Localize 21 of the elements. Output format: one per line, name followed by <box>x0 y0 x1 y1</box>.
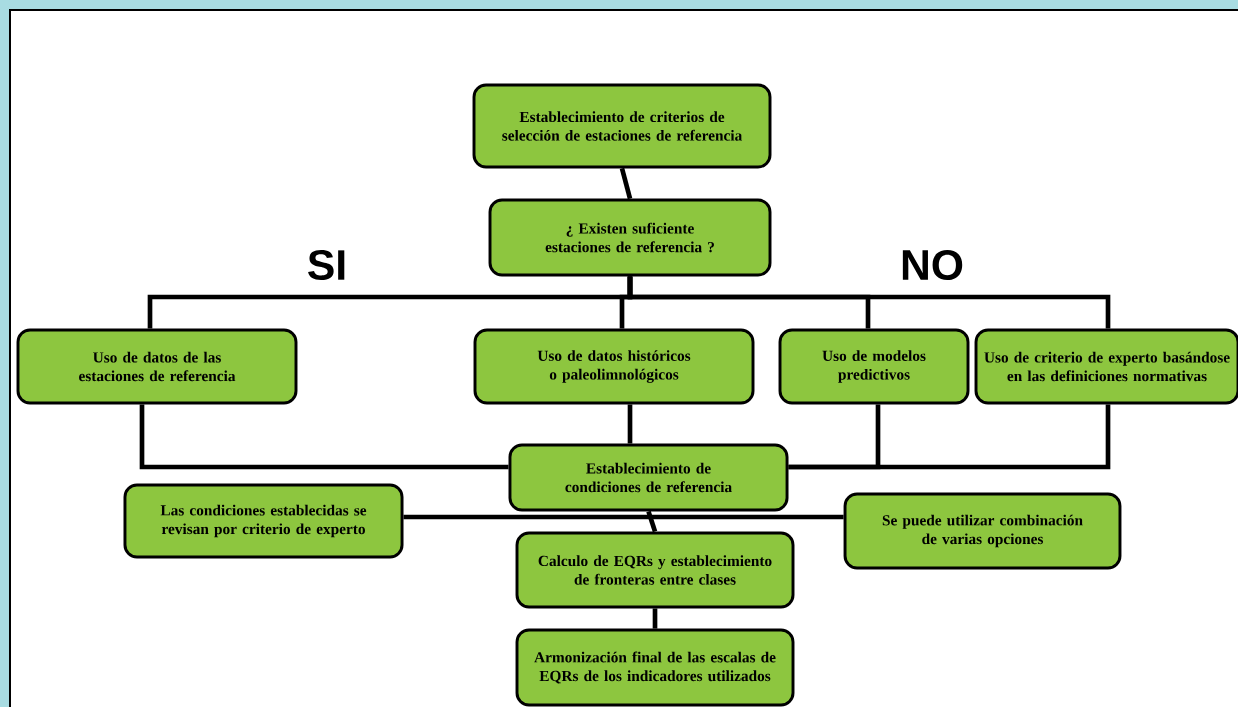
connector-line <box>139 404 509 470</box>
connector-line <box>627 404 633 444</box>
process-box: Establecimiento de criterios de selección de estaciones de referencia <box>472 83 772 169</box>
branch-label: SI <box>308 249 345 281</box>
connector-line <box>646 510 658 533</box>
process-box: Calculo de EQRs y establecimiento de fronteras entre clases <box>515 531 795 609</box>
process-box: Armonización final de las escalas de EQRs de los indicadores utilizados <box>515 628 795 707</box>
process-box: Las condiciones establecidas se revisan por criterio de experto <box>123 483 404 559</box>
connector-line <box>788 404 1111 470</box>
process-box: Se puede utilizar combinación de varias opciones <box>843 492 1122 570</box>
branch-label: NO <box>902 249 963 281</box>
connector-line <box>652 608 658 629</box>
process-box: Uso de datos de las estaciones de referencia <box>16 328 298 405</box>
process-box: ¿ Existen suficiente estaciones de referencia ? <box>488 198 772 277</box>
process-box: Uso de modelos predictivos <box>778 328 970 405</box>
process-box: Establecimiento de condiciones de referencia <box>508 443 789 512</box>
process-box: Uso de criterio de experto basándose en las definiciones normativas <box>974 328 1238 405</box>
connector-line <box>627 276 1111 329</box>
connector-line <box>619 167 633 200</box>
process-box: Uso de datos históricos o paleolimnológicos <box>473 328 755 405</box>
connector-line <box>403 514 844 520</box>
